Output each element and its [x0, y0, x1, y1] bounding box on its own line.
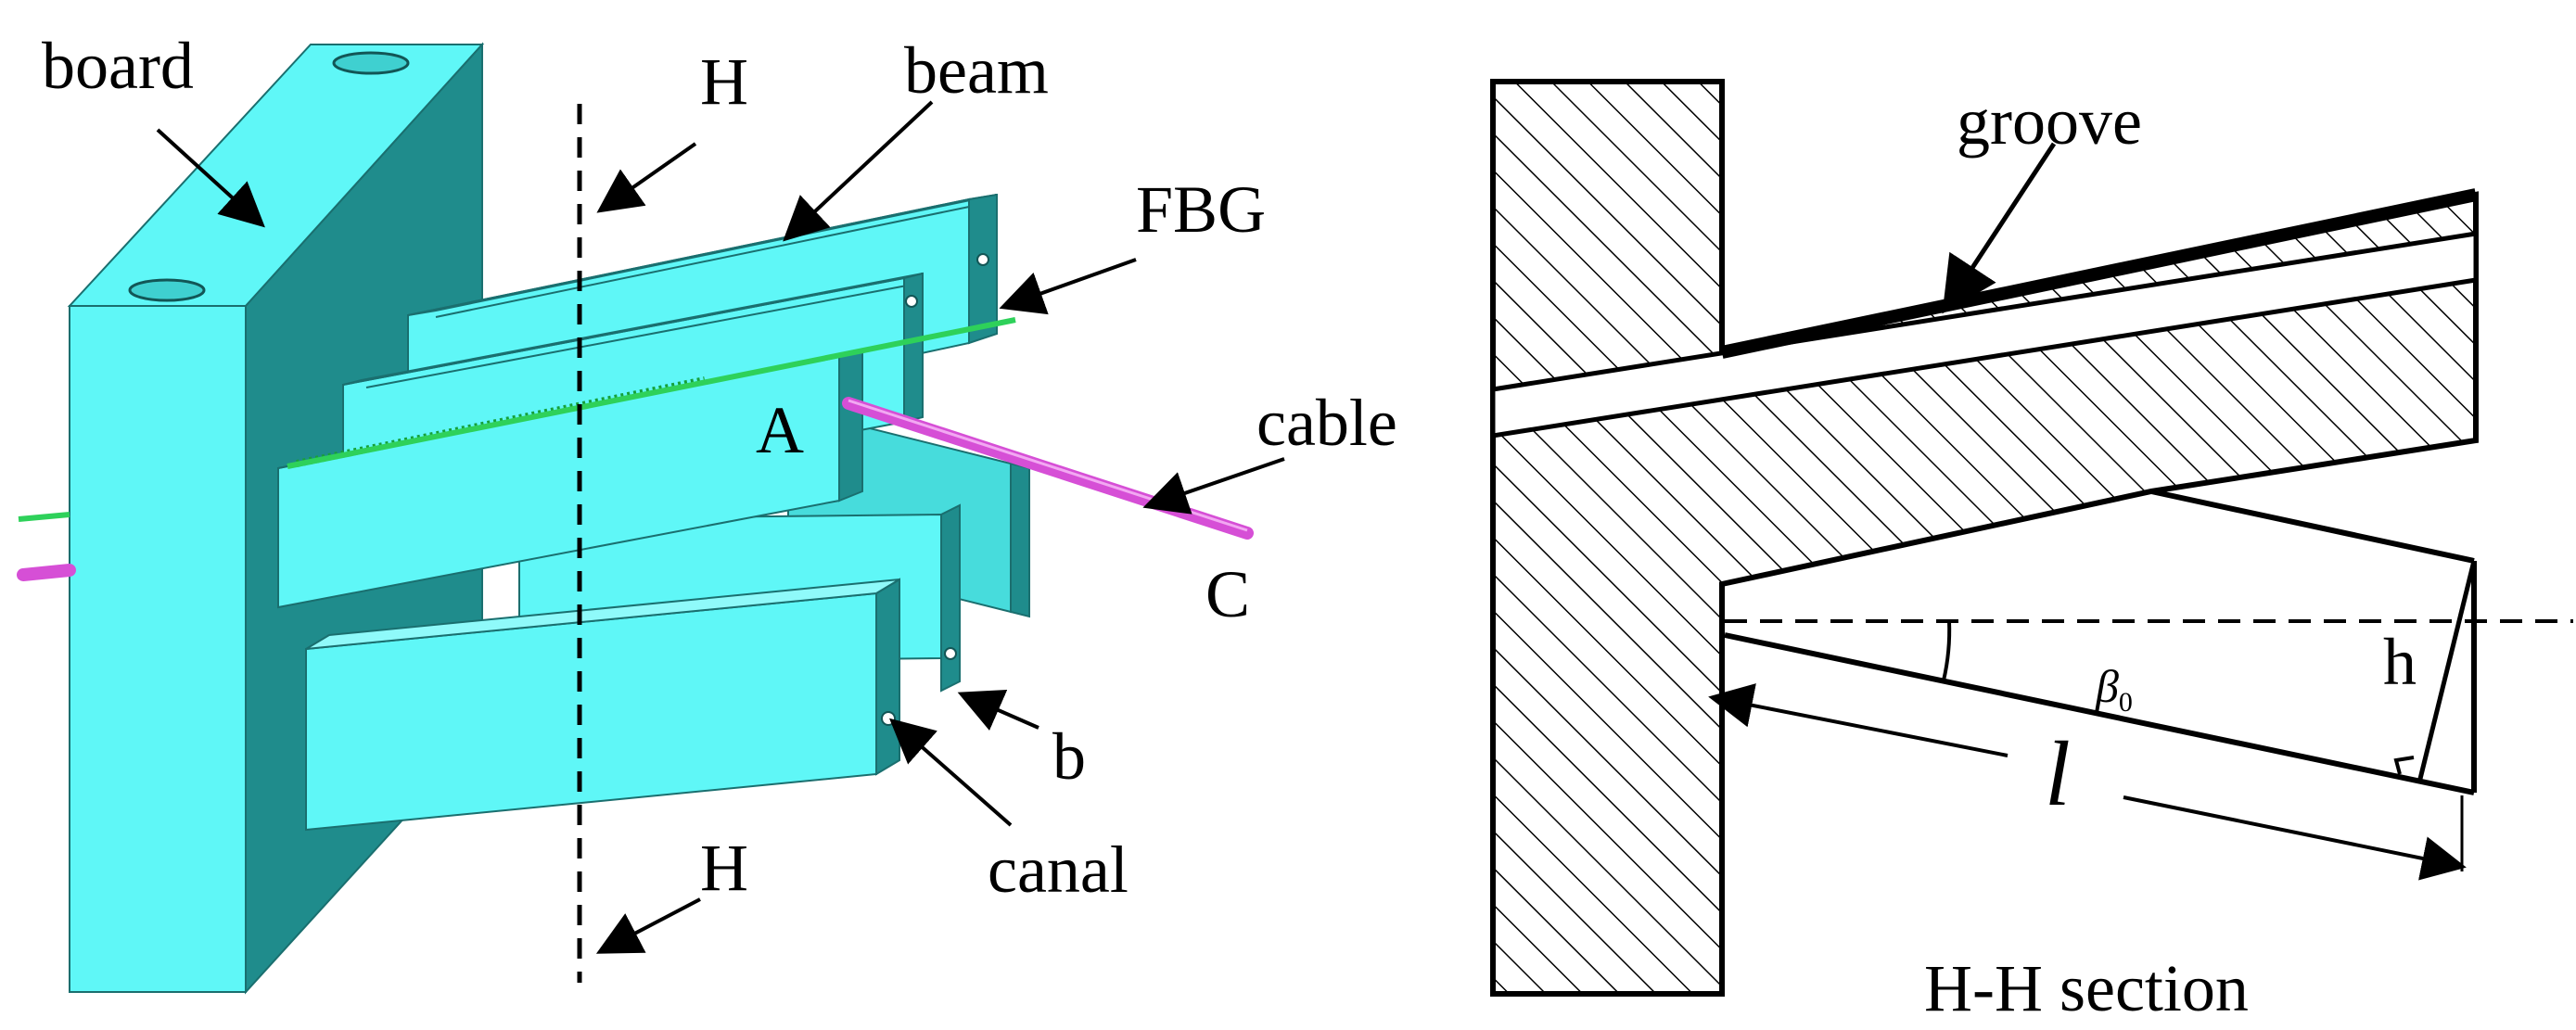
leader-arrows [156, 100, 1285, 954]
angle-symbol: β [2095, 660, 2119, 712]
height-label: h [2383, 625, 2417, 699]
right-angle-marker [2393, 756, 2415, 775]
board-section [1490, 79, 2479, 997]
section-top-arrow [596, 142, 697, 213]
groove-edge [1720, 188, 2478, 359]
beam-arrow [783, 100, 934, 242]
angle-arc [1942, 620, 1952, 681]
point-a-label: A [756, 393, 804, 467]
canal-hole-icon [881, 711, 896, 726]
canal-arrow [888, 718, 1013, 827]
b-arrow [957, 690, 1039, 731]
fbg-fiber [18, 317, 1016, 522]
groove-label: groove [1957, 84, 2142, 159]
canal-hole-icon [944, 647, 957, 660]
bolt-hole-icon [332, 51, 410, 75]
beam-label: beam [904, 33, 1049, 108]
board-front-face [69, 305, 247, 993]
length-label: l [2045, 722, 2071, 825]
bolt-hole-icon [128, 278, 206, 302]
cable-label: cable [1256, 386, 1397, 460]
board-label: board [42, 29, 194, 103]
angle-subscript: 0 [2119, 687, 2133, 718]
cable-arrow [1142, 457, 1285, 515]
section-bottom-label: H [700, 831, 748, 905]
fbg-arrow [999, 258, 1137, 315]
section-title: H-H section [1924, 951, 2249, 1025]
groove-arrow [1942, 142, 2057, 314]
lower-beam-front [305, 578, 900, 832]
section-bottom-arrow [595, 897, 701, 954]
canal-label: canal [988, 833, 1129, 907]
point-b-label: b [1052, 719, 1086, 794]
fbg-label: FBG [1136, 172, 1266, 247]
height-line [2417, 560, 2477, 780]
section-view-hh: groove β0 h l H-H section [1490, 79, 2573, 1025]
section-top-label: H [700, 45, 748, 119]
point-c-label: C [1205, 557, 1250, 631]
board-arrow [156, 128, 265, 228]
length-dimension [1708, 683, 2467, 881]
deflected-beam [1724, 489, 2477, 795]
angle-label: β0 [2095, 660, 2133, 718]
groove-channel [1490, 231, 2479, 439]
assembly-3d: board H beam FBG A cable C b canal H [17, 29, 1397, 995]
